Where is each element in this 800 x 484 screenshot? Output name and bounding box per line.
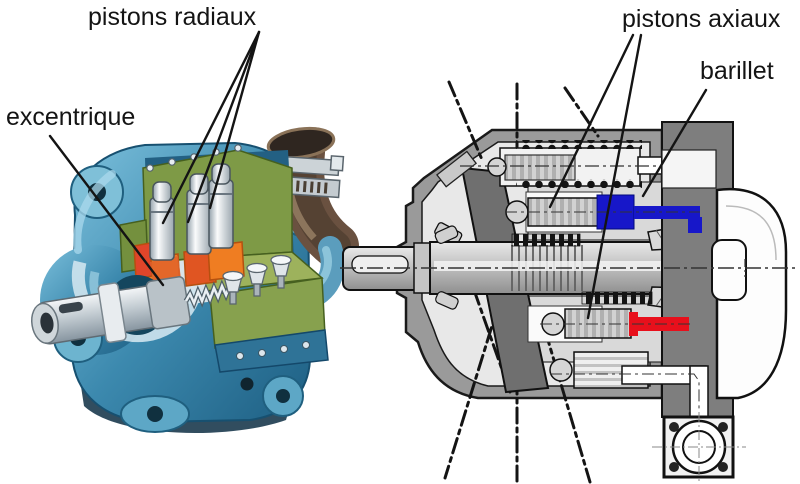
spline-band-upper bbox=[511, 233, 581, 247]
leader-axial-1 bbox=[548, 33, 635, 209]
lower-piston-assembly bbox=[549, 351, 709, 418]
leader-radial-2 bbox=[186, 30, 261, 224]
spline-band-lower bbox=[581, 291, 653, 305]
check-valves bbox=[222, 254, 292, 305]
bolt-heads bbox=[146, 144, 242, 172]
leader-eccentric bbox=[48, 134, 165, 287]
label-barillet: barillet bbox=[700, 57, 774, 85]
leader-radial-3 bbox=[208, 30, 261, 210]
leader-axial-2 bbox=[586, 33, 643, 320]
leader-lines bbox=[48, 30, 708, 320]
axial-pump-section bbox=[340, 80, 798, 484]
radial-piston-1 bbox=[149, 181, 175, 261]
body-highlight bbox=[73, 170, 116, 254]
end-cap-inner-line bbox=[725, 205, 777, 261]
port-slot bbox=[661, 149, 717, 189]
return-spring bbox=[183, 279, 233, 310]
axial-piston-red bbox=[527, 305, 690, 343]
leader-barrel bbox=[641, 88, 708, 198]
label-pistons-radiaux: pistons radiaux bbox=[88, 3, 257, 31]
bottom-flange bbox=[652, 412, 746, 481]
front-facet bbox=[214, 329, 329, 391]
radial-piston-3 bbox=[208, 163, 234, 249]
drive-shaft bbox=[31, 276, 191, 345]
control-valve bbox=[436, 150, 478, 188]
radial-pump-illustration bbox=[31, 126, 359, 433]
leader-radial-1 bbox=[161, 30, 261, 225]
axial-piston-blue bbox=[505, 191, 702, 233]
label-excentrique: excentrique bbox=[6, 103, 136, 131]
label-pistons-axiaux: pistons axiaux bbox=[622, 5, 781, 33]
end-cap-notch bbox=[711, 239, 747, 301]
